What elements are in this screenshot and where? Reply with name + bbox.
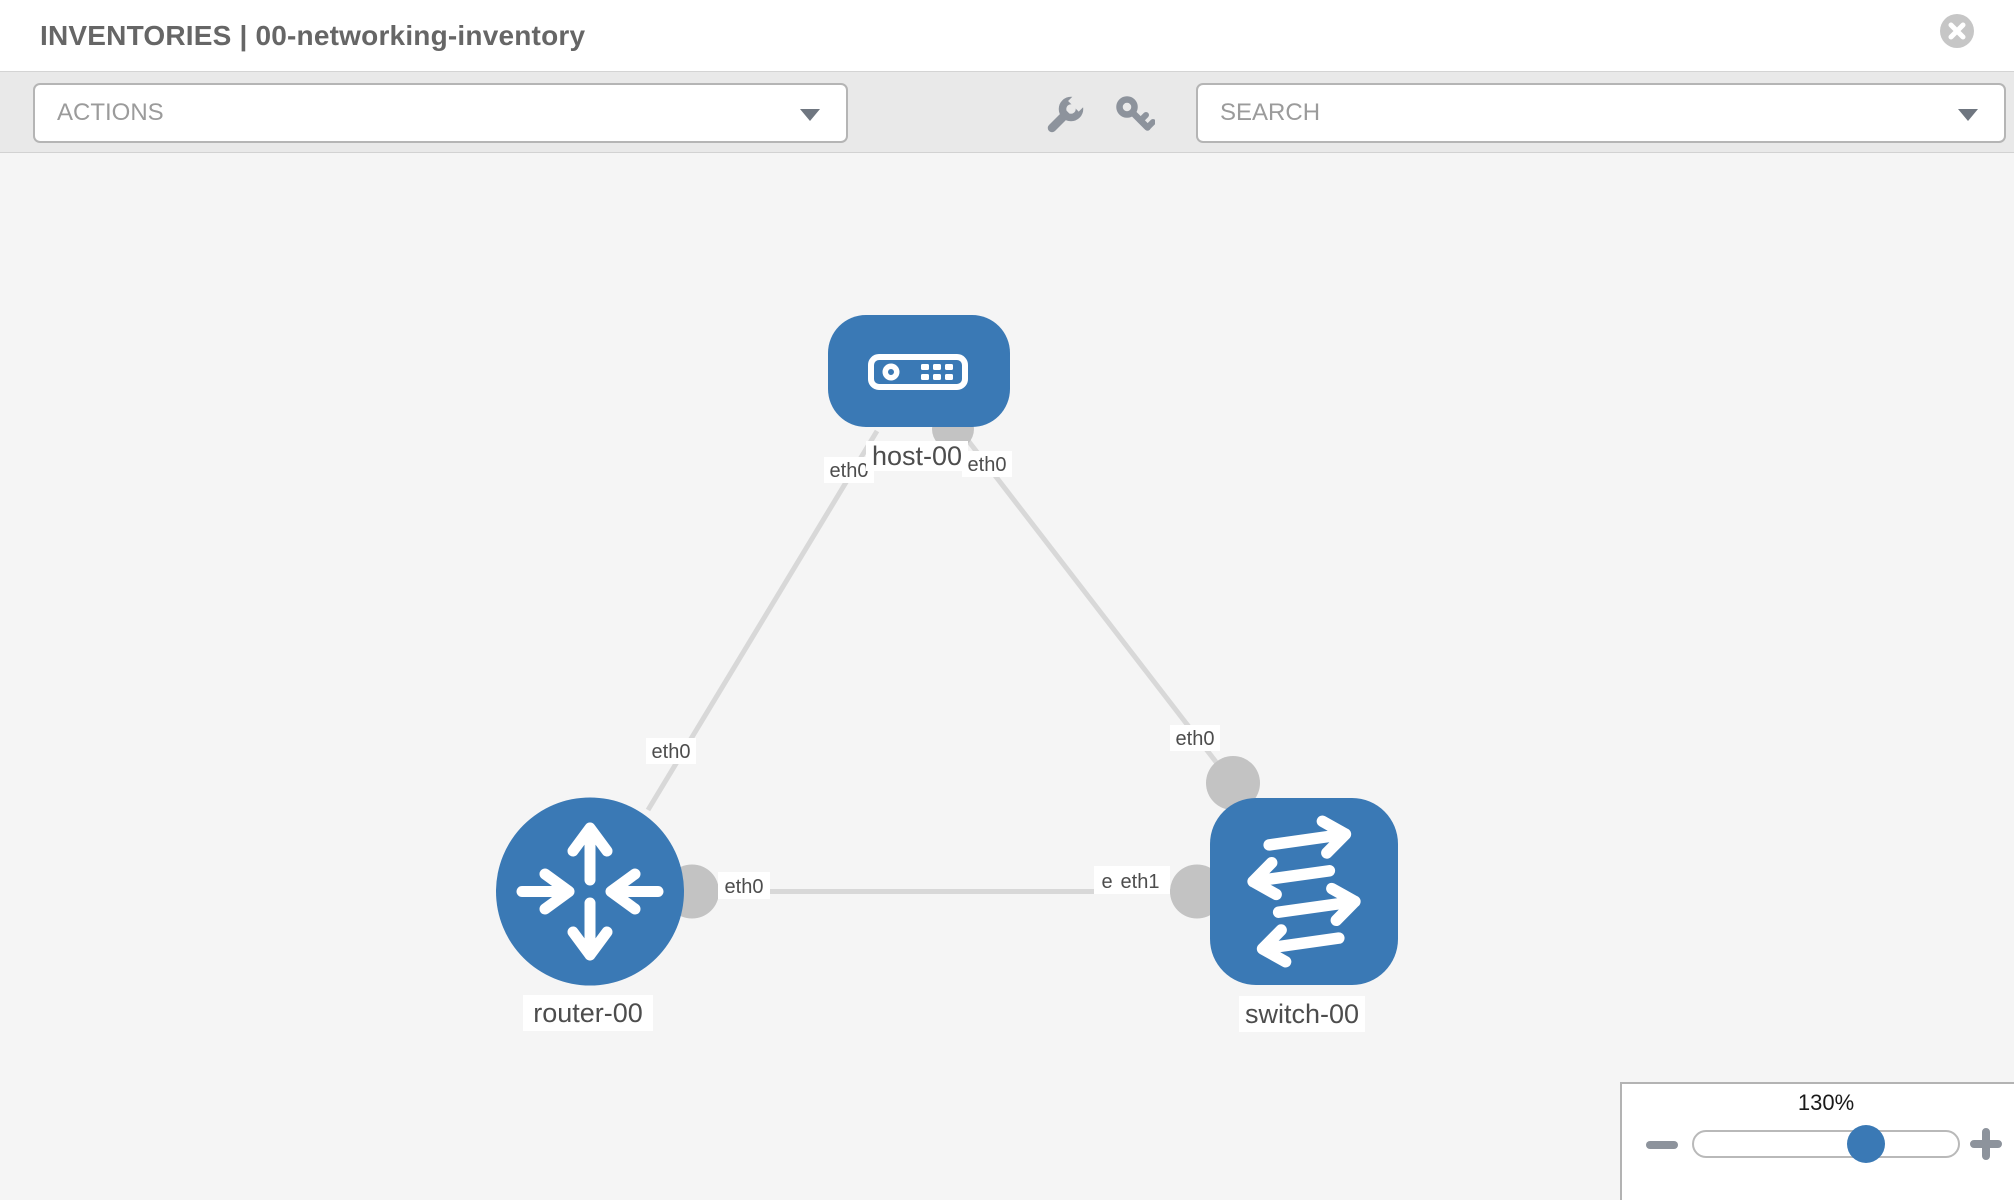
close-icon	[1940, 14, 1974, 48]
zoom-out-button[interactable]	[1646, 1134, 1678, 1156]
chevron-down-icon	[1958, 109, 1978, 121]
search-dropdown[interactable]: SEARCH	[1196, 83, 2006, 143]
zoom-slider-track[interactable]	[1692, 1125, 1960, 1163]
chevron-down-icon	[800, 109, 820, 121]
interface-labels-layer: eth0 eth0 eth0 eth0 eth0 eth0 eth1	[646, 451, 1220, 899]
eth-label-router-to-switch: eth0	[725, 876, 764, 898]
modal-header: INVENTORIES | 00-networking-inventory	[0, 0, 2014, 72]
search-placeholder: SEARCH	[1220, 99, 1321, 126]
eth-label-switch-eth1: eth1	[1121, 871, 1160, 893]
router-icon	[516, 822, 664, 961]
host-icon	[868, 354, 968, 390]
page-title: INVENTORIES | 00-networking-inventory	[40, 20, 586, 51]
actions-dropdown[interactable]: ACTIONS	[33, 83, 848, 143]
connectors-layer	[665, 408, 1260, 919]
node-labels-layer: host-00 router-00 switch-00	[523, 441, 1365, 1032]
topology-canvas[interactable]: eth0 eth0 eth0 eth0 eth0 eth0 eth1 host-…	[0, 153, 2014, 1200]
zoom-slider-thumb[interactable]	[1847, 1125, 1885, 1163]
key-credentials-button[interactable]	[1115, 95, 1156, 135]
eth-label-host-to-switch: eth0	[968, 454, 1007, 476]
connector-switch-eth0[interactable]	[1206, 756, 1260, 810]
eth-label-router-to-host: eth0	[652, 741, 691, 763]
wrench-icon	[1047, 91, 1089, 133]
node-label-switch-00: switch-00	[1245, 999, 1359, 1029]
configure-tools-button[interactable]	[1045, 91, 1089, 135]
toolbar: ACTIONS SEARCH	[0, 72, 2014, 153]
actions-dropdown-label: ACTIONS	[57, 99, 164, 126]
node-switch-00[interactable]	[1210, 798, 1398, 985]
plus-icon	[1970, 1128, 2002, 1160]
zoom-control-panel: 130%	[1620, 1082, 2014, 1200]
eth-label-host-to-router: eth0	[830, 460, 869, 482]
eth-label-switch-to-host: eth0	[1176, 728, 1215, 750]
minus-icon	[1646, 1141, 1678, 1149]
node-label-host-00: host-00	[872, 441, 962, 471]
key-icon	[1116, 96, 1156, 131]
node-router-00[interactable]	[496, 797, 684, 986]
zoom-level-label: 130%	[1797, 1090, 1855, 1115]
close-button[interactable]	[1940, 14, 1974, 48]
switch-icon	[1247, 815, 1361, 968]
links-layer	[645, 429, 1235, 894]
zoom-in-button[interactable]	[1970, 1128, 2002, 1160]
node-label-router-00: router-00	[533, 998, 643, 1028]
node-host-00[interactable]	[828, 315, 1010, 427]
